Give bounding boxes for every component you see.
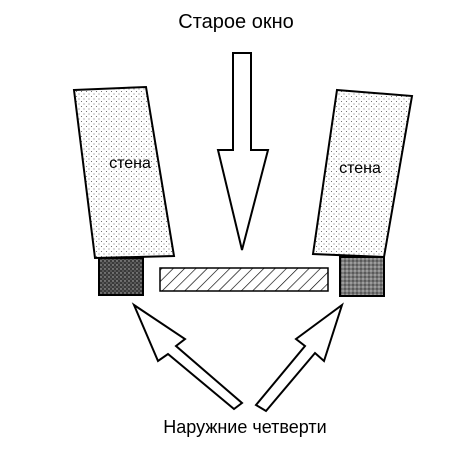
right-arrow-icon: [254, 302, 344, 413]
left-outer-quarter: [98, 257, 144, 296]
left-wall-label: стена: [109, 155, 151, 172]
left-arrow-icon: [131, 302, 244, 411]
left-wall: [72, 85, 176, 260]
diagram-title: Старое окно: [178, 11, 293, 33]
old-window: [159, 267, 329, 292]
right-wall-label: стена: [339, 160, 381, 177]
down-arrow-icon: [216, 52, 270, 251]
right-outer-quarter: [339, 256, 385, 297]
bottom-label: Наружние четверти: [163, 417, 326, 437]
